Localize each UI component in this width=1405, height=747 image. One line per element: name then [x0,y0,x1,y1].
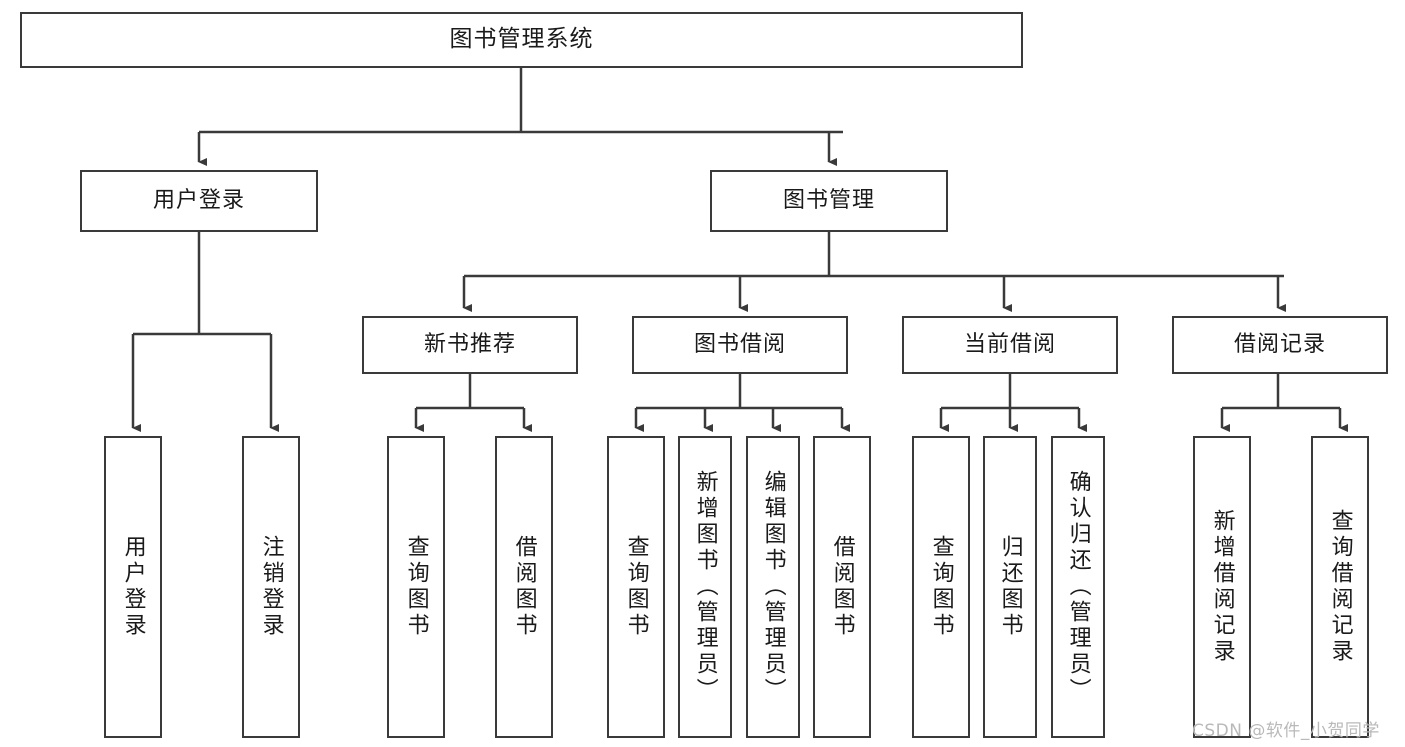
node-label: 归还图书 [997,535,1023,639]
leaf-user-login-login[interactable]: 用户登录 [104,436,162,738]
node-label: 借阅图书 [829,535,855,639]
leaf-current-borrow-query-book[interactable]: 查询图书 [912,436,970,738]
node-label: 图书借阅 [693,331,786,357]
node-label: 查询图书 [928,535,954,639]
leaf-book-borrow-query-book[interactable]: 查询图书 [607,436,665,738]
csdn-watermark: CSDN @软件_小贺同学 [1192,721,1380,741]
leaf-book-borrow-edit-book-admin[interactable]: 编辑图书（管理员） [746,436,800,738]
node-root-book-management-system[interactable]: 图书管理系统 [20,12,1023,68]
node-current-borrow[interactable]: 当前借阅 [902,316,1118,374]
node-label: 当前借阅 [963,331,1056,357]
node-label: 查询借阅记录 [1327,509,1353,665]
leaf-borrow-record-add-record[interactable]: 新增借阅记录 [1193,436,1251,738]
node-label: 注销登录 [258,535,284,639]
node-label: 借阅记录 [1233,331,1326,357]
leaf-new-book-query-book[interactable]: 查询图书 [387,436,445,738]
leaf-current-borrow-return-book[interactable]: 归还图书 [983,436,1037,738]
node-label: 图书管理 [782,187,875,213]
leaf-book-borrow-add-book-admin[interactable]: 新增图书（管理员） [678,436,732,738]
node-label: 新书推荐 [423,331,516,357]
leaf-borrow-record-query-record[interactable]: 查询借阅记录 [1311,436,1369,738]
node-label: 编辑图书（管理员） [760,470,786,704]
node-label: 确认归还（管理员） [1065,470,1091,704]
node-label: 用户登录 [120,535,146,639]
node-label: 借阅图书 [511,535,537,639]
node-book-borrow[interactable]: 图书借阅 [632,316,848,374]
node-label: 查询图书 [403,535,429,639]
leaf-new-book-borrow-book[interactable]: 借阅图书 [495,436,553,738]
node-borrow-record[interactable]: 借阅记录 [1172,316,1388,374]
node-label: 图书管理系统 [449,26,594,53]
node-new-book-recommend[interactable]: 新书推荐 [362,316,578,374]
node-label: 新增借阅记录 [1209,509,1235,665]
node-book-management[interactable]: 图书管理 [710,170,948,232]
leaf-book-borrow-borrow-book[interactable]: 借阅图书 [813,436,871,738]
node-label: 用户登录 [152,187,245,213]
leaf-user-login-logout[interactable]: 注销登录 [242,436,300,738]
leaf-current-borrow-confirm-return-admin[interactable]: 确认归还（管理员） [1051,436,1105,738]
node-user-login[interactable]: 用户登录 [80,170,318,232]
node-label: 新增图书（管理员） [692,470,718,704]
node-label: 查询图书 [623,535,649,639]
